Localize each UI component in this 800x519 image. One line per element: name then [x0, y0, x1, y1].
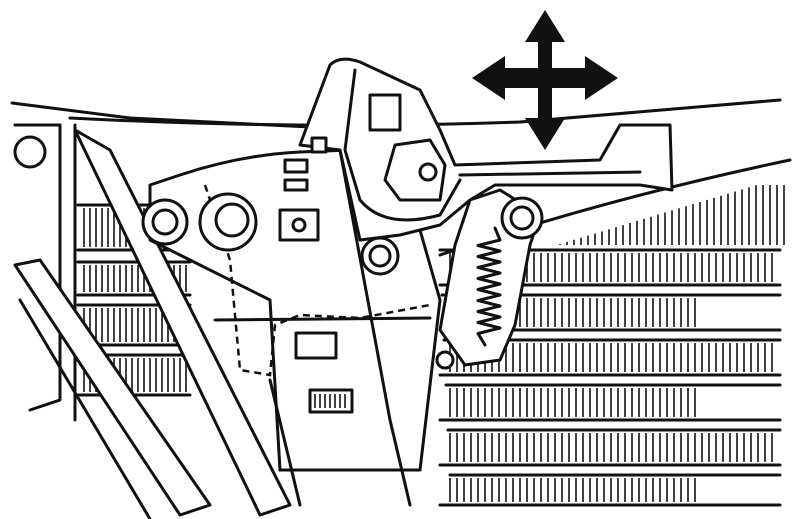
bolts	[13, 135, 544, 370]
bolt-icon	[500, 196, 544, 240]
vent-slots	[314, 394, 346, 408]
bolt-icon	[198, 192, 258, 252]
spring-icon	[476, 226, 502, 347]
bolt-icon	[141, 198, 189, 246]
latch-hook	[298, 57, 674, 367]
support-bars	[13, 128, 292, 519]
four-way-arrow-icon	[472, 10, 618, 150]
bolt-icon	[13, 135, 47, 169]
bolt-icon	[360, 236, 400, 276]
spring-coil	[476, 226, 502, 347]
